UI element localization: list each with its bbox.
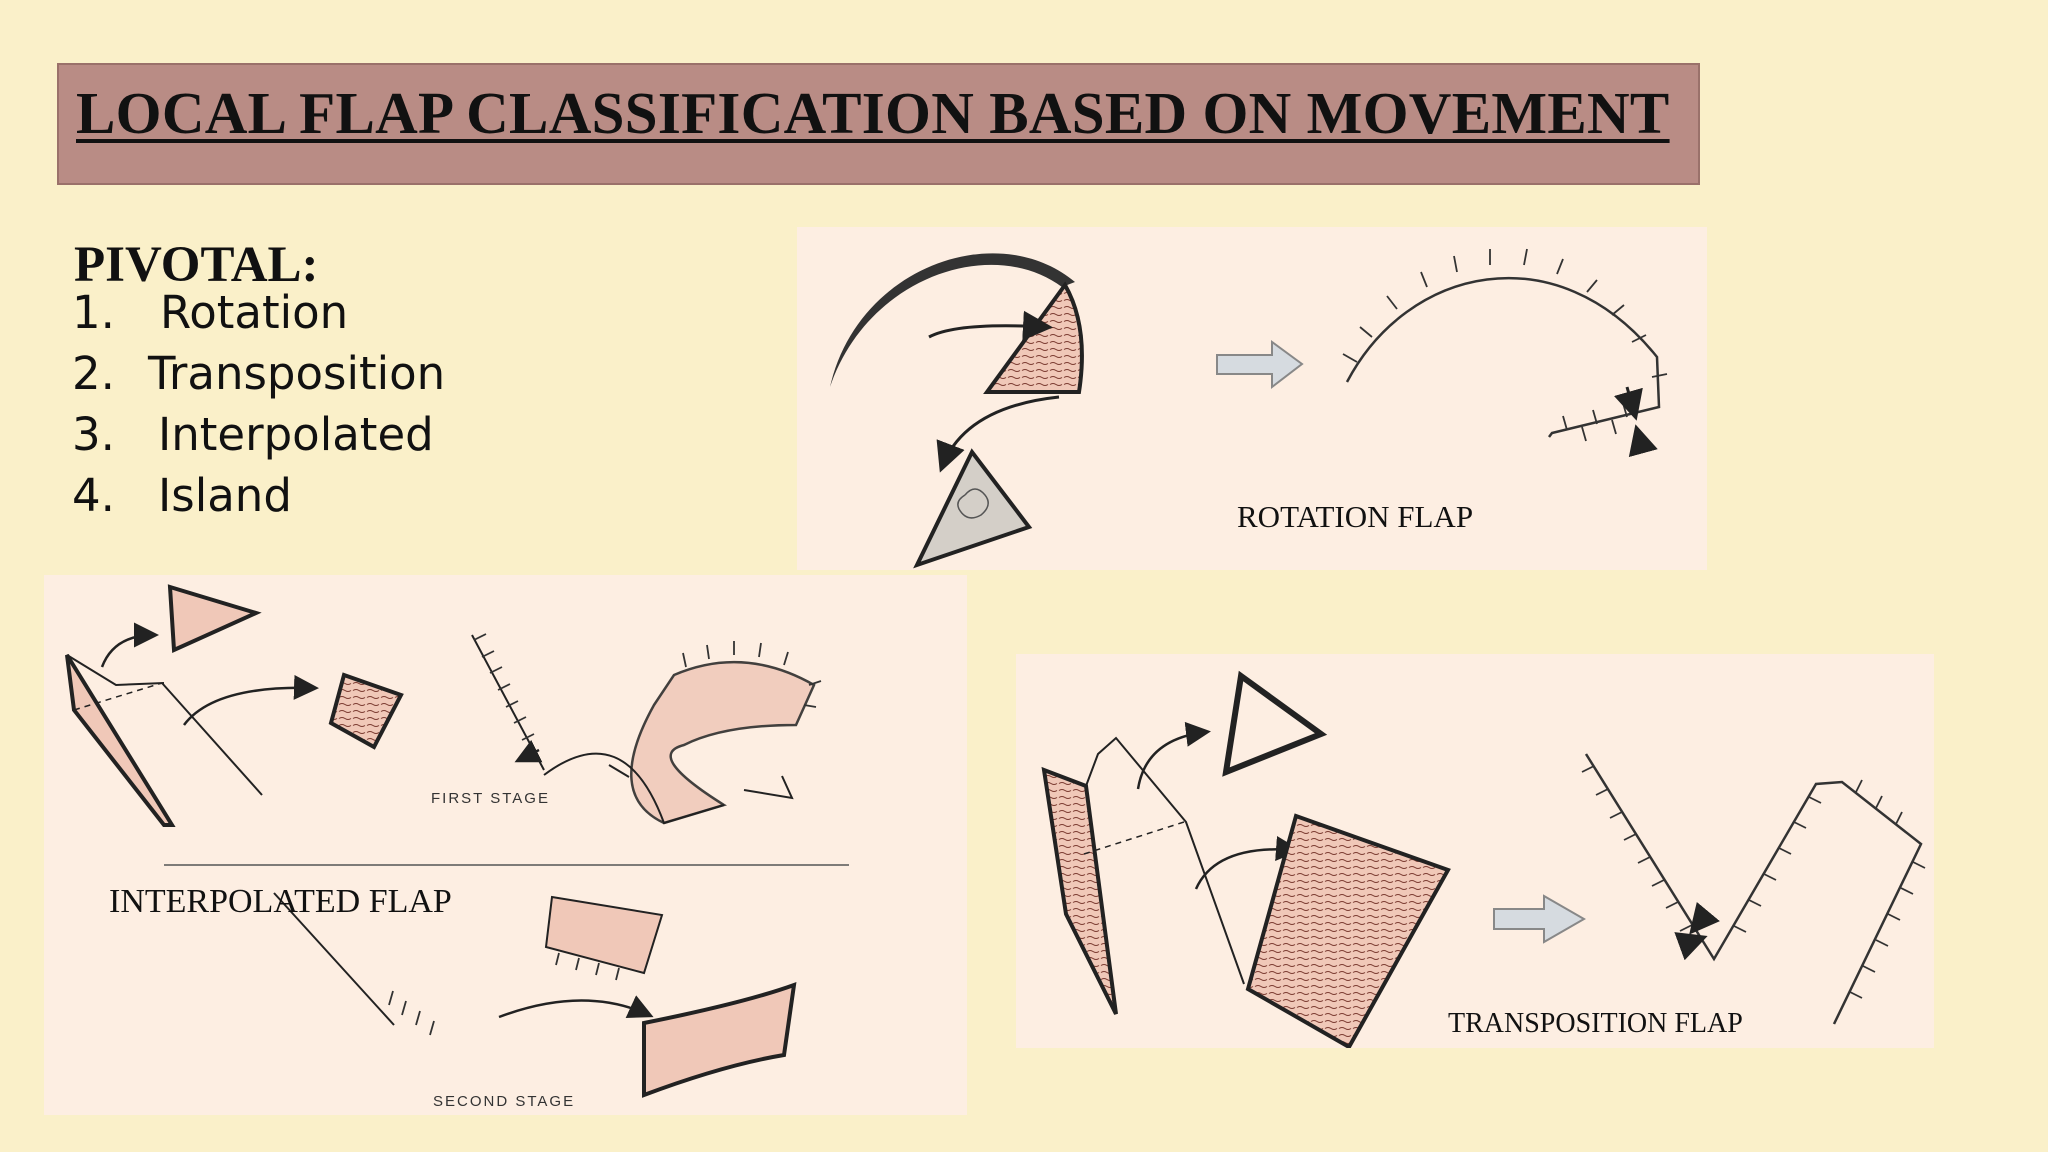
rotation-flap-illustration	[830, 248, 1668, 569]
transposition-flap-illustration	[1041, 670, 1926, 1048]
list-number: 2.	[72, 347, 115, 400]
list-label: Transposition	[148, 347, 446, 400]
interpolated-flap-panel: FIRST STAGE SECOND STAGE INTERPOLATED FL…	[44, 575, 967, 1115]
transposition-flap-panel: TRANSPOSITION FLAP	[1016, 654, 1934, 1048]
list-item: 2. Transposition	[72, 343, 445, 404]
title-bar: LOCAL FLAP CLASSIFICATION BASED ON MOVEM…	[57, 63, 1700, 185]
first-stage-caption: FIRST STAGE	[431, 790, 550, 807]
list-number: 4.	[72, 469, 115, 522]
list-label: Island	[158, 469, 292, 522]
slide-title: LOCAL FLAP CLASSIFICATION BASED ON MOVEM…	[76, 80, 1670, 146]
rotation-flap-caption: ROTATION FLAP	[1237, 499, 1474, 534]
interpolated-flap-caption: INTERPOLATED FLAP	[109, 883, 452, 920]
flap-type-list: 1. Rotation 2. Transposition 3. Interpolate…	[72, 282, 445, 526]
interpolated-flap-illustration: FIRST STAGE SECOND STAGE	[65, 584, 849, 1110]
rotation-flap-panel: ROTATION FLAP	[797, 227, 1707, 570]
transposition-flap-caption: TRANSPOSITION FLAP	[1448, 1008, 1743, 1039]
list-item: 1. Rotation	[72, 282, 445, 343]
pivotal-heading: PIVOTAL:	[74, 237, 319, 293]
list-item: 3. Interpolated	[72, 404, 445, 465]
list-label: Rotation	[160, 286, 349, 339]
second-stage-caption: SECOND STAGE	[433, 1093, 575, 1110]
list-label: Interpolated	[158, 408, 434, 461]
list-item: 4. Island	[72, 465, 445, 526]
list-number: 1.	[72, 286, 115, 339]
list-number: 3.	[72, 408, 115, 461]
